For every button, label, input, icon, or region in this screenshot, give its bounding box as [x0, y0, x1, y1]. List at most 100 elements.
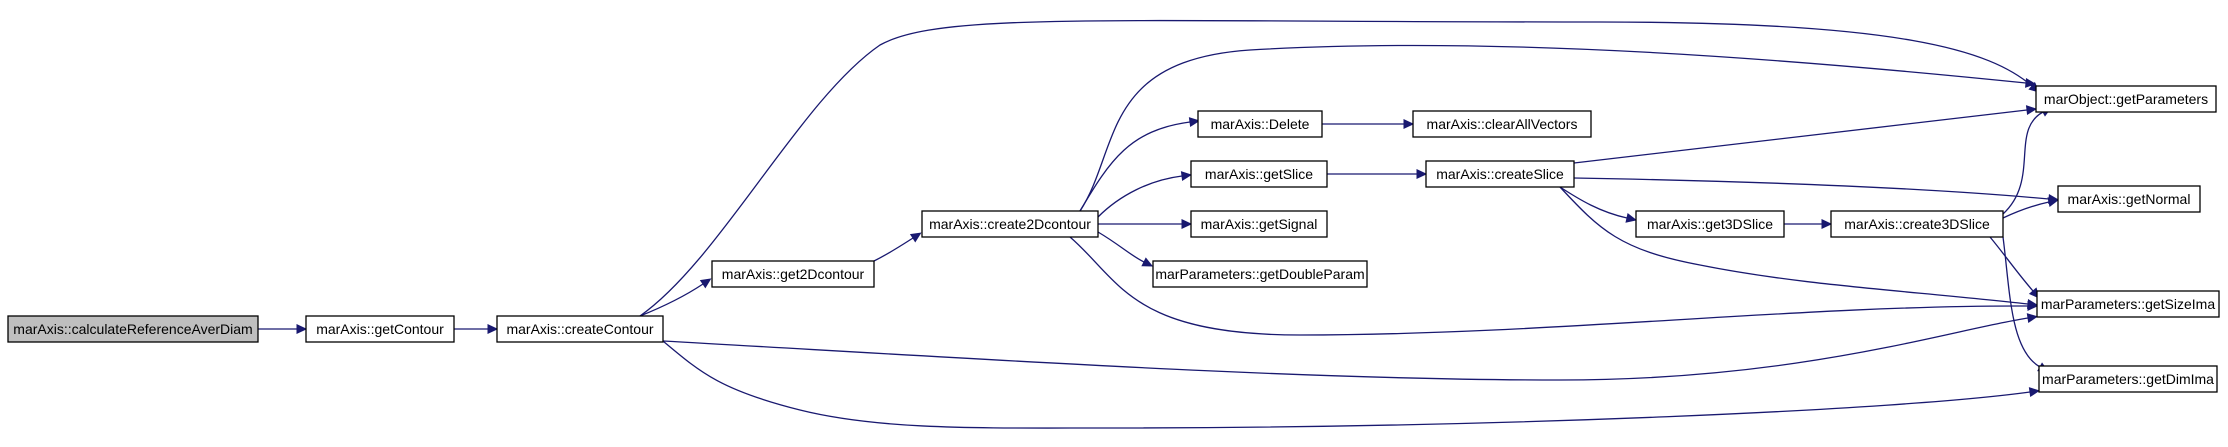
node-box[interactable] [2036, 290, 2220, 318]
node-label: marParameters::getDoubleParam [1155, 266, 1364, 282]
node-box[interactable] [1830, 210, 2004, 238]
node-box[interactable] [1412, 110, 1592, 138]
arrowhead-icon [2025, 105, 2038, 116]
node-box[interactable] [711, 260, 875, 288]
edge-line [1097, 231, 1145, 263]
node-n10[interactable]: marParameters::getDoubleParam [1152, 260, 1368, 288]
edge-n3-n4 [873, 232, 922, 262]
node-box[interactable] [1152, 260, 1368, 288]
edge-n8-n14 [1573, 177, 2060, 204]
node-box[interactable] [305, 315, 455, 343]
node-label: marParameters::getSizeIma [2041, 296, 2215, 312]
edge-line [1559, 186, 2029, 305]
arrowhead-icon [1403, 119, 1415, 129]
node-box[interactable] [1190, 160, 1328, 188]
node-n2[interactable]: marAxis::createContour [496, 315, 664, 343]
node-label: marAxis::getSignal [1201, 216, 1318, 232]
node-n0[interactable]: marAxis::calculateReferenceAverDiam [7, 315, 259, 343]
edge-n4-n13 [1079, 44, 2037, 212]
edge-n8-n11 [1559, 186, 1637, 223]
arrowhead-icon [2026, 298, 2039, 309]
arrowhead-icon [2047, 197, 2059, 207]
edge-n4-n10 [1097, 231, 1154, 267]
arrowhead-icon [487, 324, 499, 334]
arrowhead-icon [1141, 257, 1154, 267]
node-box[interactable] [2038, 365, 2218, 393]
node-box[interactable] [1425, 160, 1575, 188]
edge-line [662, 340, 2031, 429]
edge-n5-n6 [1322, 119, 1415, 129]
node-label: marAxis::createSlice [1436, 166, 1564, 182]
node-label: marParameters::getDimIma [2042, 371, 2214, 387]
edge-line [662, 317, 2029, 381]
edge-n8-n13 [1573, 105, 2038, 164]
edge-line [2002, 236, 2041, 368]
node-n13[interactable]: marObject::getParameters [2035, 85, 2217, 113]
arrowhead-icon [1188, 117, 1201, 128]
node-label: marAxis::create3DSlice [1844, 216, 1990, 232]
arrowhead-icon [296, 324, 308, 334]
node-box[interactable] [496, 315, 664, 343]
node-box[interactable] [921, 210, 1099, 238]
node-label: marAxis::get3DSlice [1647, 216, 1773, 232]
edge-n2-n3 [639, 278, 712, 317]
edge-n7-n8 [1327, 169, 1428, 179]
edge-line [1559, 186, 1628, 219]
edge-line [1989, 236, 2034, 292]
node-box[interactable] [1190, 210, 1328, 238]
edge-n11-n12 [1784, 219, 1833, 229]
node-n4[interactable]: marAxis::create2Dcontour [921, 210, 1099, 238]
arrowhead-icon [1821, 219, 1833, 229]
arrowhead-icon [699, 278, 712, 289]
edge-line [2002, 201, 2050, 219]
arrowhead-icon [909, 232, 922, 243]
node-n14[interactable]: marAxis::getNormal [2057, 185, 2201, 213]
edge-line [873, 237, 914, 262]
node-label: marAxis::create2Dcontour [929, 216, 1091, 232]
edge-line [1079, 121, 1191, 212]
node-n9[interactable]: marAxis::getSignal [1190, 210, 1328, 238]
node-label: marAxis::createContour [506, 321, 653, 337]
node-n5[interactable]: marAxis::Delete [1197, 110, 1323, 138]
edge-n4-n7 [1097, 171, 1193, 218]
node-n8[interactable]: marAxis::createSlice [1425, 160, 1575, 188]
edge-n2-n16 [662, 340, 2041, 429]
arrowhead-icon [2026, 313, 2039, 324]
edge-line [1573, 109, 2028, 164]
node-label: marAxis::Delete [1211, 116, 1310, 132]
node-n1[interactable]: marAxis::getContour [305, 315, 455, 343]
node-n15[interactable]: marParameters::getSizeIma [2036, 290, 2220, 318]
node-label: marAxis::getSlice [1205, 166, 1313, 182]
node-n12[interactable]: marAxis::create3DSlice [1830, 210, 2004, 238]
edge-line [639, 19, 2033, 317]
edge-line [2002, 111, 2044, 215]
edge-n12-n14 [2002, 197, 2059, 219]
node-n6[interactable]: marAxis::clearAllVectors [1412, 110, 1592, 138]
node-n16[interactable]: marParameters::getDimIma [2038, 365, 2218, 393]
arrowhead-icon [2024, 77, 2037, 88]
edge-line [1079, 44, 2027, 212]
node-n7[interactable]: marAxis::getSlice [1190, 160, 1328, 188]
arrowhead-icon [1416, 169, 1428, 179]
node-box[interactable] [2035, 85, 2217, 113]
node-n11[interactable]: marAxis::get3DSlice [1635, 210, 1785, 238]
arrowhead-icon [1625, 213, 1637, 223]
node-label: marAxis::calculateReferenceAverDiam [13, 321, 252, 337]
edge-n8-n15 [1559, 186, 2039, 309]
edge-n1-n2 [454, 324, 499, 334]
nodes-layer: marAxis::calculateReferenceAverDiam marAx… [7, 85, 2220, 393]
node-n3[interactable]: marAxis::get2Dcontour [711, 260, 875, 288]
edge-line [1573, 177, 2050, 200]
node-box[interactable] [7, 315, 259, 343]
edge-line [639, 283, 704, 317]
node-label: marAxis::getContour [316, 321, 444, 337]
edge-n12-n15 [1989, 236, 2040, 299]
node-box[interactable] [2057, 185, 2201, 213]
node-box[interactable] [1197, 110, 1323, 138]
edge-n0-n1 [258, 324, 308, 334]
edge-line [1069, 236, 2029, 336]
node-box[interactable] [1635, 210, 1785, 238]
node-label: marAxis::getNormal [2068, 191, 2191, 207]
node-label: marAxis::get2Dcontour [722, 266, 865, 282]
